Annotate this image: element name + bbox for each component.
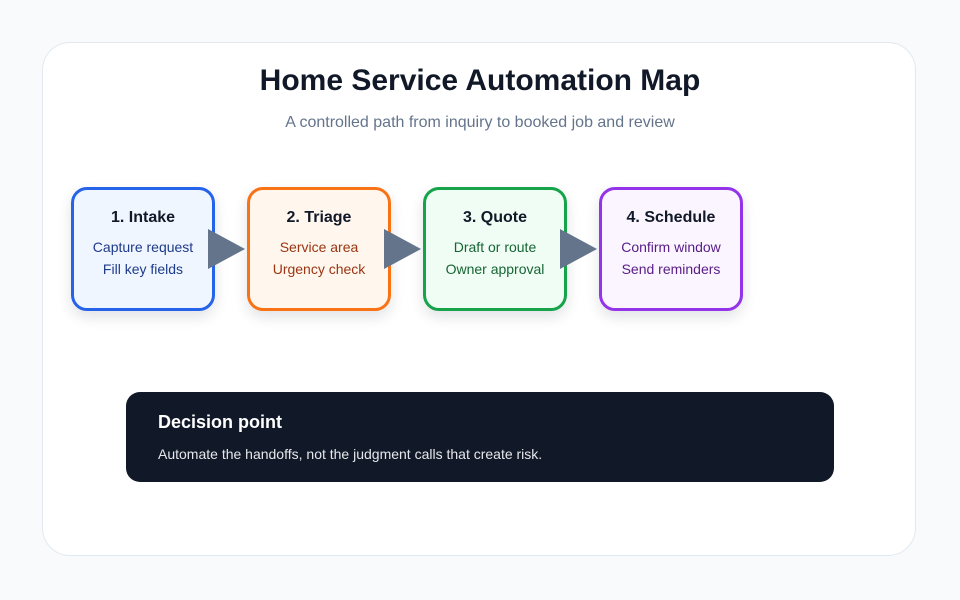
step-quote: 3. Quote Draft or route Owner approval bbox=[423, 187, 567, 311]
step-intake: 1. Intake Capture request Fill key field… bbox=[71, 187, 215, 311]
page-subtitle: A controlled path from inquiry to booked… bbox=[285, 114, 675, 131]
step-detail: Draft or route bbox=[453, 239, 537, 255]
step-title: 1. Intake bbox=[110, 209, 176, 226]
decision-text: Automate the handoffs, not the judgment … bbox=[158, 446, 543, 462]
page-title: Home Service Automation Map bbox=[259, 64, 701, 97]
step-detail: Owner approval bbox=[445, 261, 545, 277]
step-detail: Send reminders bbox=[621, 261, 721, 277]
step-detail: Service area bbox=[279, 239, 359, 255]
step-detail: Fill key fields bbox=[102, 261, 184, 277]
step-triage: 2. Triage Service area Urgency check bbox=[247, 187, 391, 311]
decision-point-banner: Decision point Automate the handoffs, no… bbox=[126, 392, 834, 482]
step-title: 3. Quote bbox=[462, 209, 527, 226]
arrow-right-icon bbox=[560, 229, 597, 269]
step-title: 4. Schedule bbox=[626, 209, 716, 226]
arrow-right-icon bbox=[208, 229, 245, 269]
step-detail: Capture request bbox=[92, 239, 194, 255]
arrow-right-icon bbox=[384, 229, 421, 269]
step-title: 2. Triage bbox=[286, 209, 352, 226]
step-schedule: 4. Schedule Confirm window Send reminder… bbox=[599, 187, 743, 311]
step-detail: Urgency check bbox=[272, 261, 366, 277]
step-detail: Confirm window bbox=[621, 239, 721, 255]
decision-title: Decision point bbox=[158, 412, 283, 432]
